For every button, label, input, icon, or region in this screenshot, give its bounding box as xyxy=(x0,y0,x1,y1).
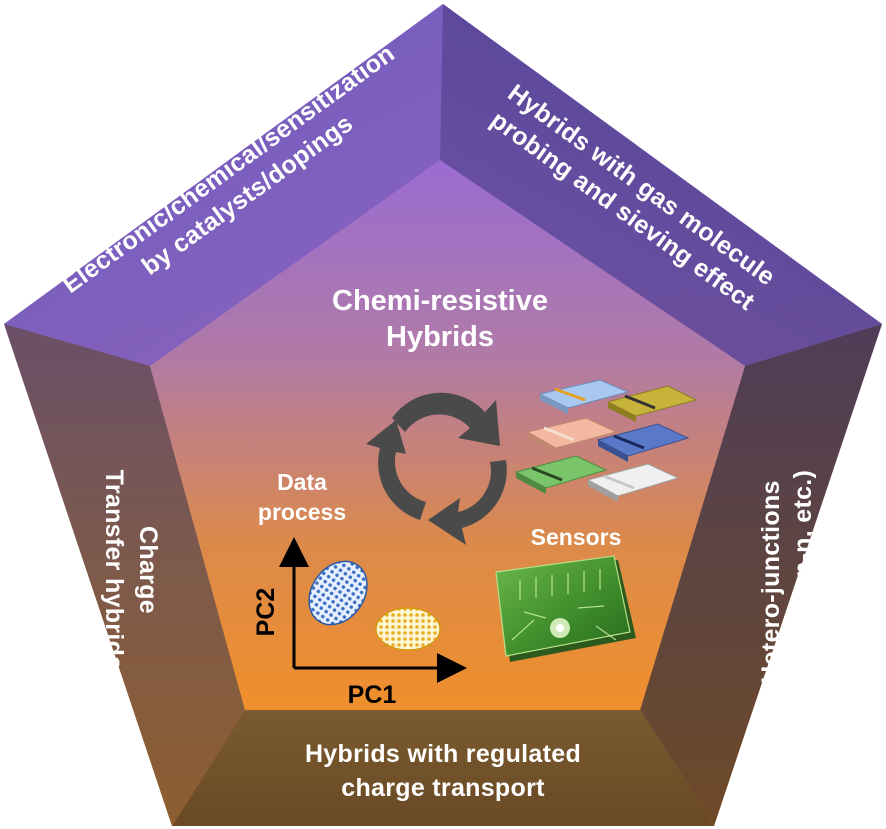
sensor-chip xyxy=(526,417,618,454)
label-bottom: Hybrids with regulated charge transport xyxy=(305,740,581,802)
face-bottom xyxy=(172,710,714,826)
sensor-chips-icon xyxy=(514,379,698,502)
label-right-line1: Hetero-junctions xyxy=(757,480,785,683)
label-left-line1: Charge xyxy=(134,526,162,614)
recycle-arrows-icon xyxy=(366,392,507,545)
cluster-blue xyxy=(308,560,368,626)
cluster-yellow xyxy=(375,607,441,651)
face-top-right xyxy=(440,4,882,366)
axis-label-pc1: PC1 xyxy=(348,681,397,709)
sensor-chip xyxy=(596,423,690,462)
data-process-line2: process xyxy=(258,499,346,525)
label-bottom-line1: Hybrids with regulated xyxy=(305,740,581,768)
label-bottom-line2: charge transport xyxy=(341,774,545,802)
label-left-line2: Transfer hybrids xyxy=(100,470,128,671)
label-right-line2: (p-n, p-p, n-n, etc.) xyxy=(789,470,817,694)
sensor-chip xyxy=(538,379,630,414)
face-left xyxy=(4,324,245,826)
data-process-line1: Data xyxy=(277,469,327,495)
label-right: Hetero-junctions (p-n, p-p, n-n, etc.) xyxy=(757,470,817,694)
circuit-chip-icon xyxy=(495,555,636,662)
face-right xyxy=(640,324,882,826)
axis-label-pc2: PC2 xyxy=(252,588,280,637)
sensors-label: Sensors xyxy=(531,524,622,550)
sensor-chip xyxy=(606,385,698,422)
sensor-chip xyxy=(586,463,680,502)
label-left: Charge Transfer hybrids xyxy=(100,470,162,671)
sensor-chip xyxy=(514,455,608,494)
center-title-line1: Chemi-resistive xyxy=(332,285,548,317)
face-top-left xyxy=(4,4,443,366)
center-title-line2: Hybrids xyxy=(386,321,494,353)
pca-scatter-icon: PC1 PC2 xyxy=(252,537,467,709)
